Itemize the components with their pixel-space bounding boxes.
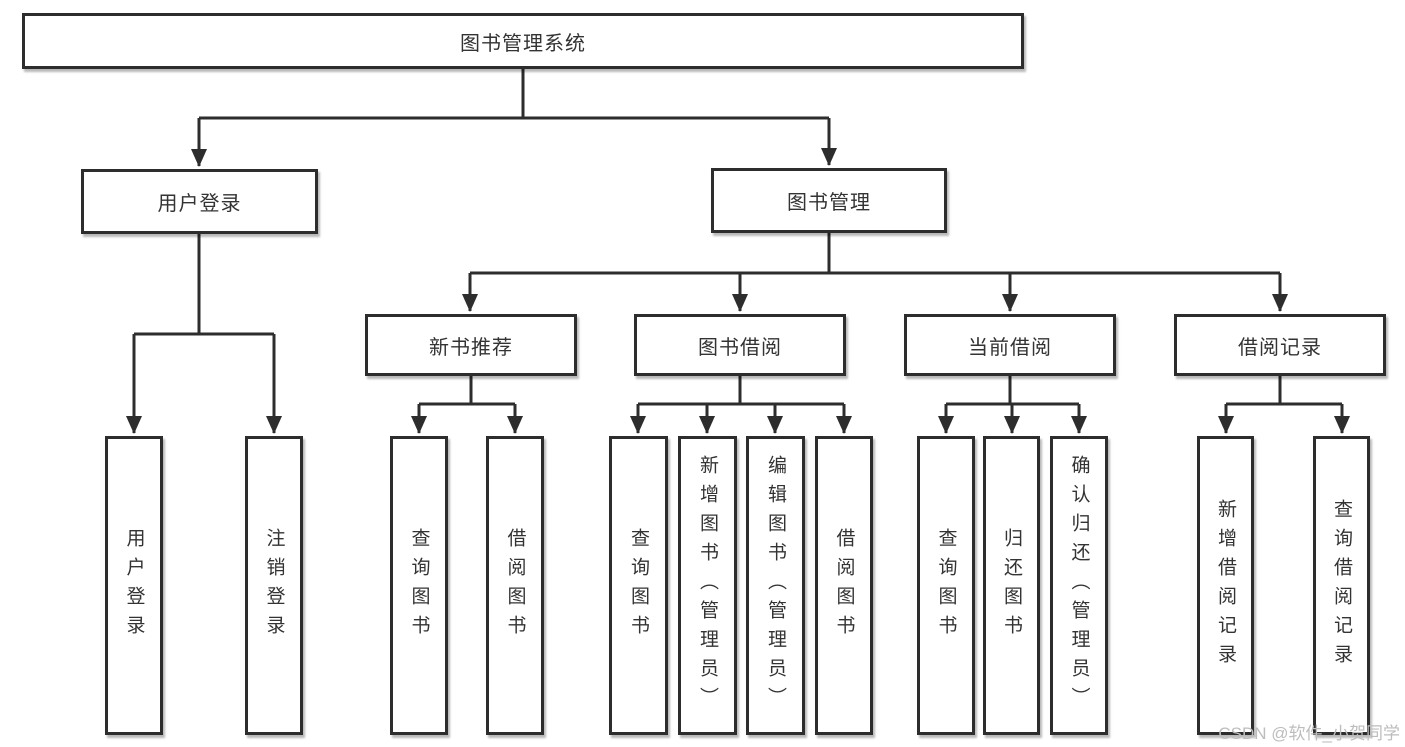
leaf-current-confirm-admin: 确认归还（管理员） [1050, 436, 1108, 735]
leaf-borrow-book: 借阅图书 [815, 436, 873, 735]
node-label: 查询借阅记录 [1331, 498, 1352, 673]
node-label: 确认归还（管理员） [1068, 455, 1090, 716]
leaf-record-add: 新增借阅记录 [1197, 436, 1254, 735]
node-label: 查询图书 [408, 527, 430, 644]
leaf-current-return: 归还图书 [983, 436, 1040, 735]
node-label: 编辑图书（管理员） [765, 455, 786, 716]
leaf-newbook-borrow: 借阅图书 [486, 436, 544, 735]
leaf-record-query: 查询借阅记录 [1313, 436, 1370, 735]
node-label: 借阅图书 [504, 527, 526, 644]
leaf-user-login: 用户登录 [105, 436, 163, 735]
node-label: 归还图书 [1001, 527, 1022, 644]
node-library-system: 图书管理系统 [22, 13, 1024, 69]
node-user-login: 用户登录 [81, 169, 318, 234]
connector-trunks [134, 69, 1342, 406]
node-label: 查询图书 [628, 527, 649, 644]
node-label: 图书管理系统 [460, 32, 586, 55]
node-label: 当前借阅 [968, 336, 1052, 359]
node-borrow-records: 借阅记录 [1174, 314, 1386, 376]
leaf-borrow-query: 查询图书 [609, 436, 668, 735]
leaf-borrow-add-admin: 新增图书（管理员） [678, 436, 737, 735]
leaf-newbook-query: 查询图书 [390, 436, 448, 735]
node-book-management: 图书管理 [711, 168, 947, 233]
leaf-logout: 注销登录 [245, 436, 303, 735]
node-label: 新增图书（管理员） [697, 455, 718, 716]
node-current-borrow: 当前借阅 [904, 314, 1116, 376]
node-book-borrow: 图书借阅 [634, 314, 846, 376]
node-label: 查询图书 [935, 527, 957, 644]
node-label: 新书推荐 [429, 336, 513, 359]
node-label: 用户登录 [157, 193, 242, 215]
csdn-watermark: CSDN @软件_小贺同学 [1218, 724, 1400, 743]
node-label: 用户登录 [123, 527, 145, 644]
node-label: 图书借阅 [698, 336, 782, 359]
node-new-book-recommend: 新书推荐 [365, 314, 577, 376]
node-label: 注销登录 [263, 527, 285, 644]
node-label: 新增借阅记录 [1215, 498, 1236, 673]
leaf-current-query: 查询图书 [917, 436, 975, 735]
node-label: 图书管理 [787, 192, 871, 214]
node-label: 借阅图书 [833, 527, 855, 644]
node-label: 借阅记录 [1238, 336, 1322, 359]
leaf-borrow-edit-admin: 编辑图书（管理员） [746, 436, 805, 735]
